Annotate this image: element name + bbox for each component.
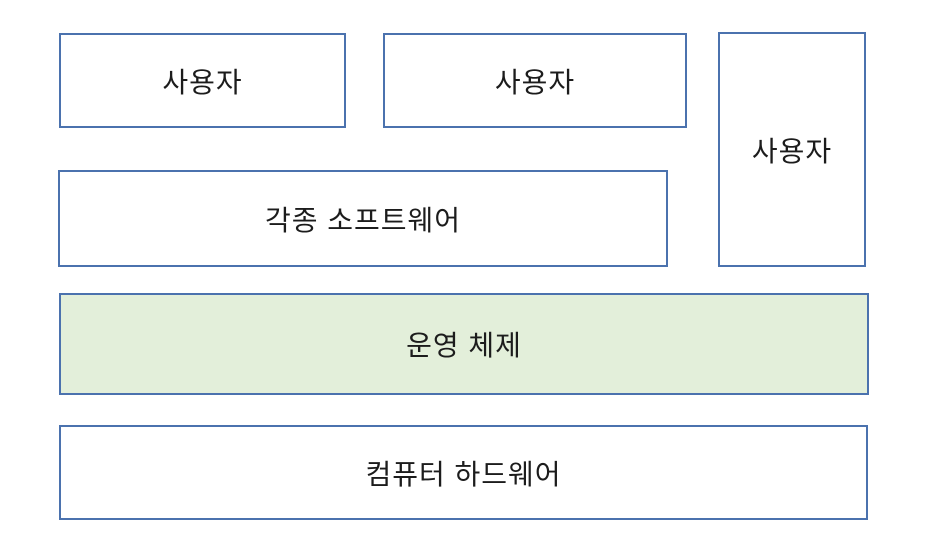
hardware-layer-box: 컴퓨터 하드웨어 (59, 425, 868, 520)
operating-system-layer-label: 운영 체제 (406, 330, 522, 361)
operating-system-layer-box: 운영 체제 (59, 293, 869, 395)
user-box-right: 사용자 (718, 32, 866, 267)
software-layer-box: 각종 소프트웨어 (58, 170, 668, 267)
software-layer-label: 각종 소프트웨어 (264, 204, 462, 236)
user-box-right-label: 사용자 (751, 135, 833, 167)
user-box-middle-label: 사용자 (494, 66, 576, 98)
user-box-left-label: 사용자 (162, 66, 243, 98)
hardware-layer-label: 컴퓨터 하드웨어 (365, 458, 562, 490)
user-box-middle: 사용자 (383, 33, 687, 128)
user-box-left: 사용자 (59, 33, 346, 128)
